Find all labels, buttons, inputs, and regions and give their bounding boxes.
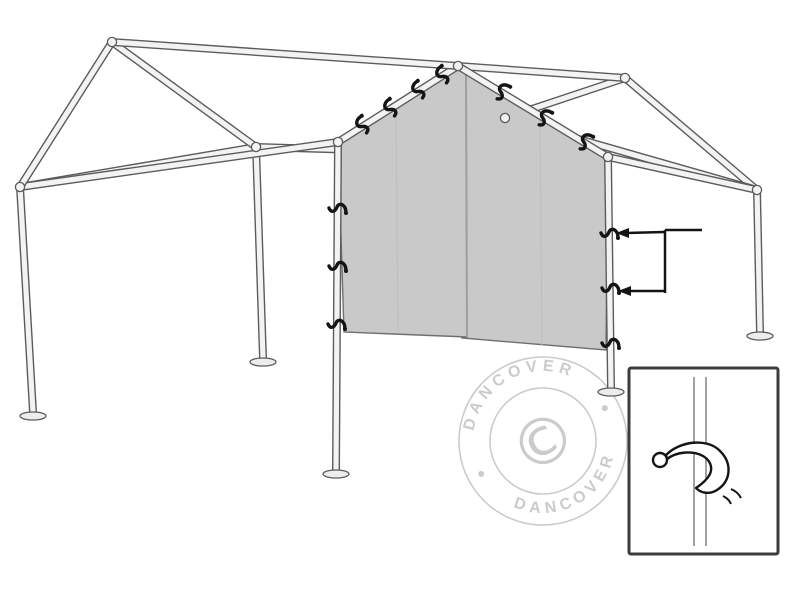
clip-tail-stroke-2 [722,495,732,505]
fastener-clip-ball [359,113,364,118]
watermark-dot-right [601,405,608,412]
partition-crease-right [539,116,543,346]
clip-detail-icon [664,441,730,494]
fastener-clip-ball [387,96,392,101]
inset-border [627,366,780,556]
fastener-clip-icon [435,64,450,85]
leg-base-plate [249,357,277,367]
fastener-clip-icon [578,133,595,151]
arrowhead-bottom-icon [618,286,631,296]
leg-base-plate [322,469,350,479]
partition-crease-left [395,111,399,333]
partition-seam [465,72,468,338]
fastener-clip-icon [600,337,621,350]
fastener-clip-icon [599,227,620,240]
fastener-clip-ball [550,110,555,115]
tent-frame-near-group [16,38,615,474]
watermark-inner-ring [489,387,597,495]
frame-tube [109,39,461,69]
frame-tube [17,39,115,190]
watermark: DANCOVER DANCOVER © [445,336,632,537]
fastener-clip-icon [537,109,554,127]
leg-base-plate [597,387,625,397]
fastener-clip-ball [508,84,513,89]
joint-fitting [452,60,464,72]
leg-base-plate [746,331,774,341]
joint-fitting [619,72,631,84]
frame-tube [455,63,628,81]
fastener-clip-ball [344,269,348,273]
callout-arrow-line-top [625,230,666,235]
fastener-clip-icon [383,97,398,118]
frame-tube [622,75,760,193]
frame-tube [605,154,760,193]
joint-fitting [602,151,614,163]
fastener-clip-ball [616,236,620,240]
fastener-clip-ball [617,346,621,350]
arrowhead-top-icon [616,228,629,238]
clip-ball-end-icon [651,451,669,469]
frame-tube [17,184,36,415]
fastener-clip-ball [415,78,420,83]
callout-arrows [616,228,702,296]
joint-fitting [499,112,511,124]
frame-fittings-group [14,36,763,196]
joint-fitting [14,181,26,193]
partition-panel-left-half [337,65,468,338]
clip-tail-stroke-1 [730,488,742,499]
partition-panel [337,64,609,351]
frame-tube [605,154,614,391]
fastener-clip-icon [327,260,348,273]
watermark-outer-ring [458,356,628,526]
frame-tube [333,139,341,473]
fastener-clip-icon [327,202,348,215]
fastener-clips-group [326,63,621,350]
fastener-clip-ball [439,63,444,68]
fastener-clip-ball [343,327,347,331]
fastener-clip-icon [600,282,621,295]
joint-fitting [250,141,262,153]
joint-fitting [751,184,763,196]
frame-tube [754,187,763,335]
frame-tube [335,63,461,145]
fastener-clip-icon [495,83,512,101]
frame-tube [253,144,266,361]
copyright-symbol: © [498,395,589,490]
leg-base-plate [19,411,47,421]
joint-fitting [332,136,344,148]
fastener-clip-icon [355,114,370,135]
fastener-clip-icon [326,318,347,331]
detail-inset [627,366,780,556]
watermark-dot-left [478,470,485,477]
leg-bases-group [19,331,774,479]
fastener-clip-ball [617,291,621,295]
fastener-clip-ball [591,134,596,139]
fastener-clip-ball [344,211,348,215]
frame-tube [17,139,341,190]
fastener-clip-icon [411,79,426,100]
frame-tube [109,39,259,150]
joint-fitting [106,36,118,48]
